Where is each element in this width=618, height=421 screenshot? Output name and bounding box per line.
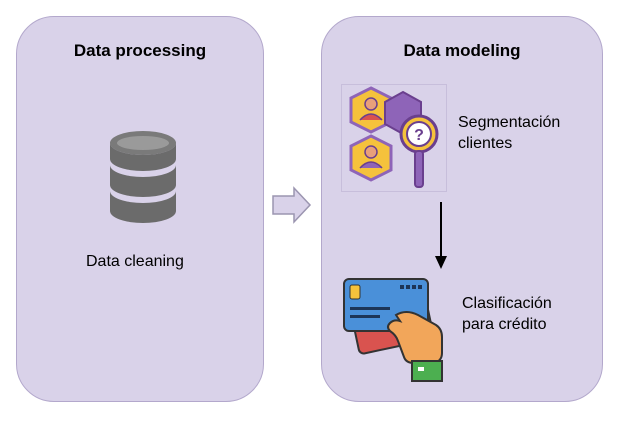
arrow-down-icon — [435, 202, 447, 269]
arrow-right-icon — [272, 186, 312, 224]
data-modeling-title: Data modeling — [403, 41, 521, 60]
credit-classification-label-line2: para crédito — [462, 316, 547, 333]
data-cleaning-label: Data cleaning — [86, 253, 184, 270]
segmentation-label-line1: Segmentación — [458, 114, 561, 131]
database-icon — [110, 131, 176, 223]
segmentation-label: Segmentación clientes — [458, 112, 560, 154]
credit-classification-label: Clasificación para crédito — [462, 293, 552, 335]
credit-card-hand-icon — [343, 278, 443, 382]
svg-text:?: ? — [414, 127, 424, 144]
segmentation-label-line2: clientes — [458, 135, 513, 152]
data-processing-title: Data processing — [73, 41, 207, 60]
customer-segmentation-icon: ? — [341, 84, 447, 192]
credit-classification-label-line1: Clasificación — [462, 295, 552, 312]
